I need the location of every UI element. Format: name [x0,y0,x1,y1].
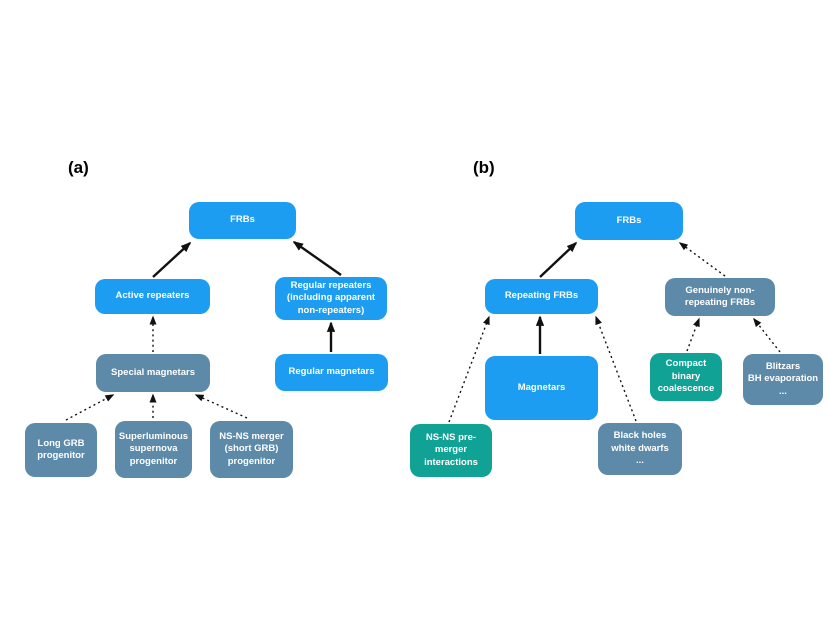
node-magnetars: Magnetars [485,356,598,420]
node-label: Long GRB progenitor [37,437,85,461]
node-label: Compact binary coalescence [657,358,715,395]
edge-blitzars-bh-evaporation-to-genuinely-non-repeating-frbs [753,317,781,353]
edge-black-holes-white-dwarfs-to-repeating-frbs [595,315,637,422]
edge-long-grb-progenitor-to-special-magnetars [65,394,115,421]
edge-active-repeaters-to-frbs-a [152,241,192,278]
edge-compact-binary-coalescence-to-genuinely-non-repeating-frbs [686,317,700,352]
edge-regular-repeaters-to-frbs-a [292,241,342,276]
node-label: Black holes white dwarfs ... [611,430,669,467]
node-label: FRBs [616,214,642,226]
node-label: NS-NS pre- merger interactions [424,431,478,468]
node-label: Blitzars BH evaporation ... [747,360,819,397]
node-repeating-frbs: Repeating FRBs [485,279,598,314]
node-frbs-a: FRBs [189,202,296,239]
node-special-magnetars: Special magnetars [96,354,210,392]
panel-label-b: (b) [473,158,495,177]
node-regular-magnetars: Regular magnetars [275,354,388,391]
node-label: FRBs [230,214,255,226]
node-superluminous-supernova-progenitor: Superluminous supernova progenitor [115,421,192,478]
node-active-repeaters: Active repeaters [95,279,210,314]
node-regular-repeaters: Regular repeaters (including apparent no… [275,277,387,320]
panel-label-a: (a) [68,158,89,177]
node-nsns-pre-merger-interactions: NS-NS pre- merger interactions [410,424,492,477]
node-label: Repeating FRBs [504,290,579,302]
node-label: Genuinely non- repeating FRBs [684,284,756,308]
node-label: Superluminous supernova progenitor [118,430,189,467]
edge-nsns-merger-progenitor-to-special-magnetars [194,394,248,419]
node-black-holes-white-dwarfs: Black holes white dwarfs ... [598,423,682,475]
edge-genuinely-non-repeating-frbs-to-frbs-b [678,242,726,277]
node-label: Active repeaters [115,290,190,302]
node-label: Magnetars [517,381,566,393]
node-frbs-b: FRBs [575,202,683,240]
node-blitzars-bh-evaporation: Blitzars BH evaporation ... [743,354,823,405]
node-long-grb-progenitor: Long GRB progenitor [25,423,97,477]
node-label: Special magnetars [111,366,195,378]
node-label: Regular magnetars [288,366,375,378]
node-compact-binary-coalescence: Compact binary coalescence [650,353,722,401]
edge-repeating-frbs-to-frbs-b [539,241,578,278]
node-label: NS-NS merger (short GRB) progenitor [219,430,284,467]
node-nsns-merger-progenitor: NS-NS merger (short GRB) progenitor [210,421,293,478]
node-genuinely-non-repeating-frbs: Genuinely non- repeating FRBs [665,278,775,316]
node-label: Regular repeaters (including apparent no… [286,279,376,316]
edge-nsns-pre-merger-interactions-to-repeating-frbs [448,315,490,423]
